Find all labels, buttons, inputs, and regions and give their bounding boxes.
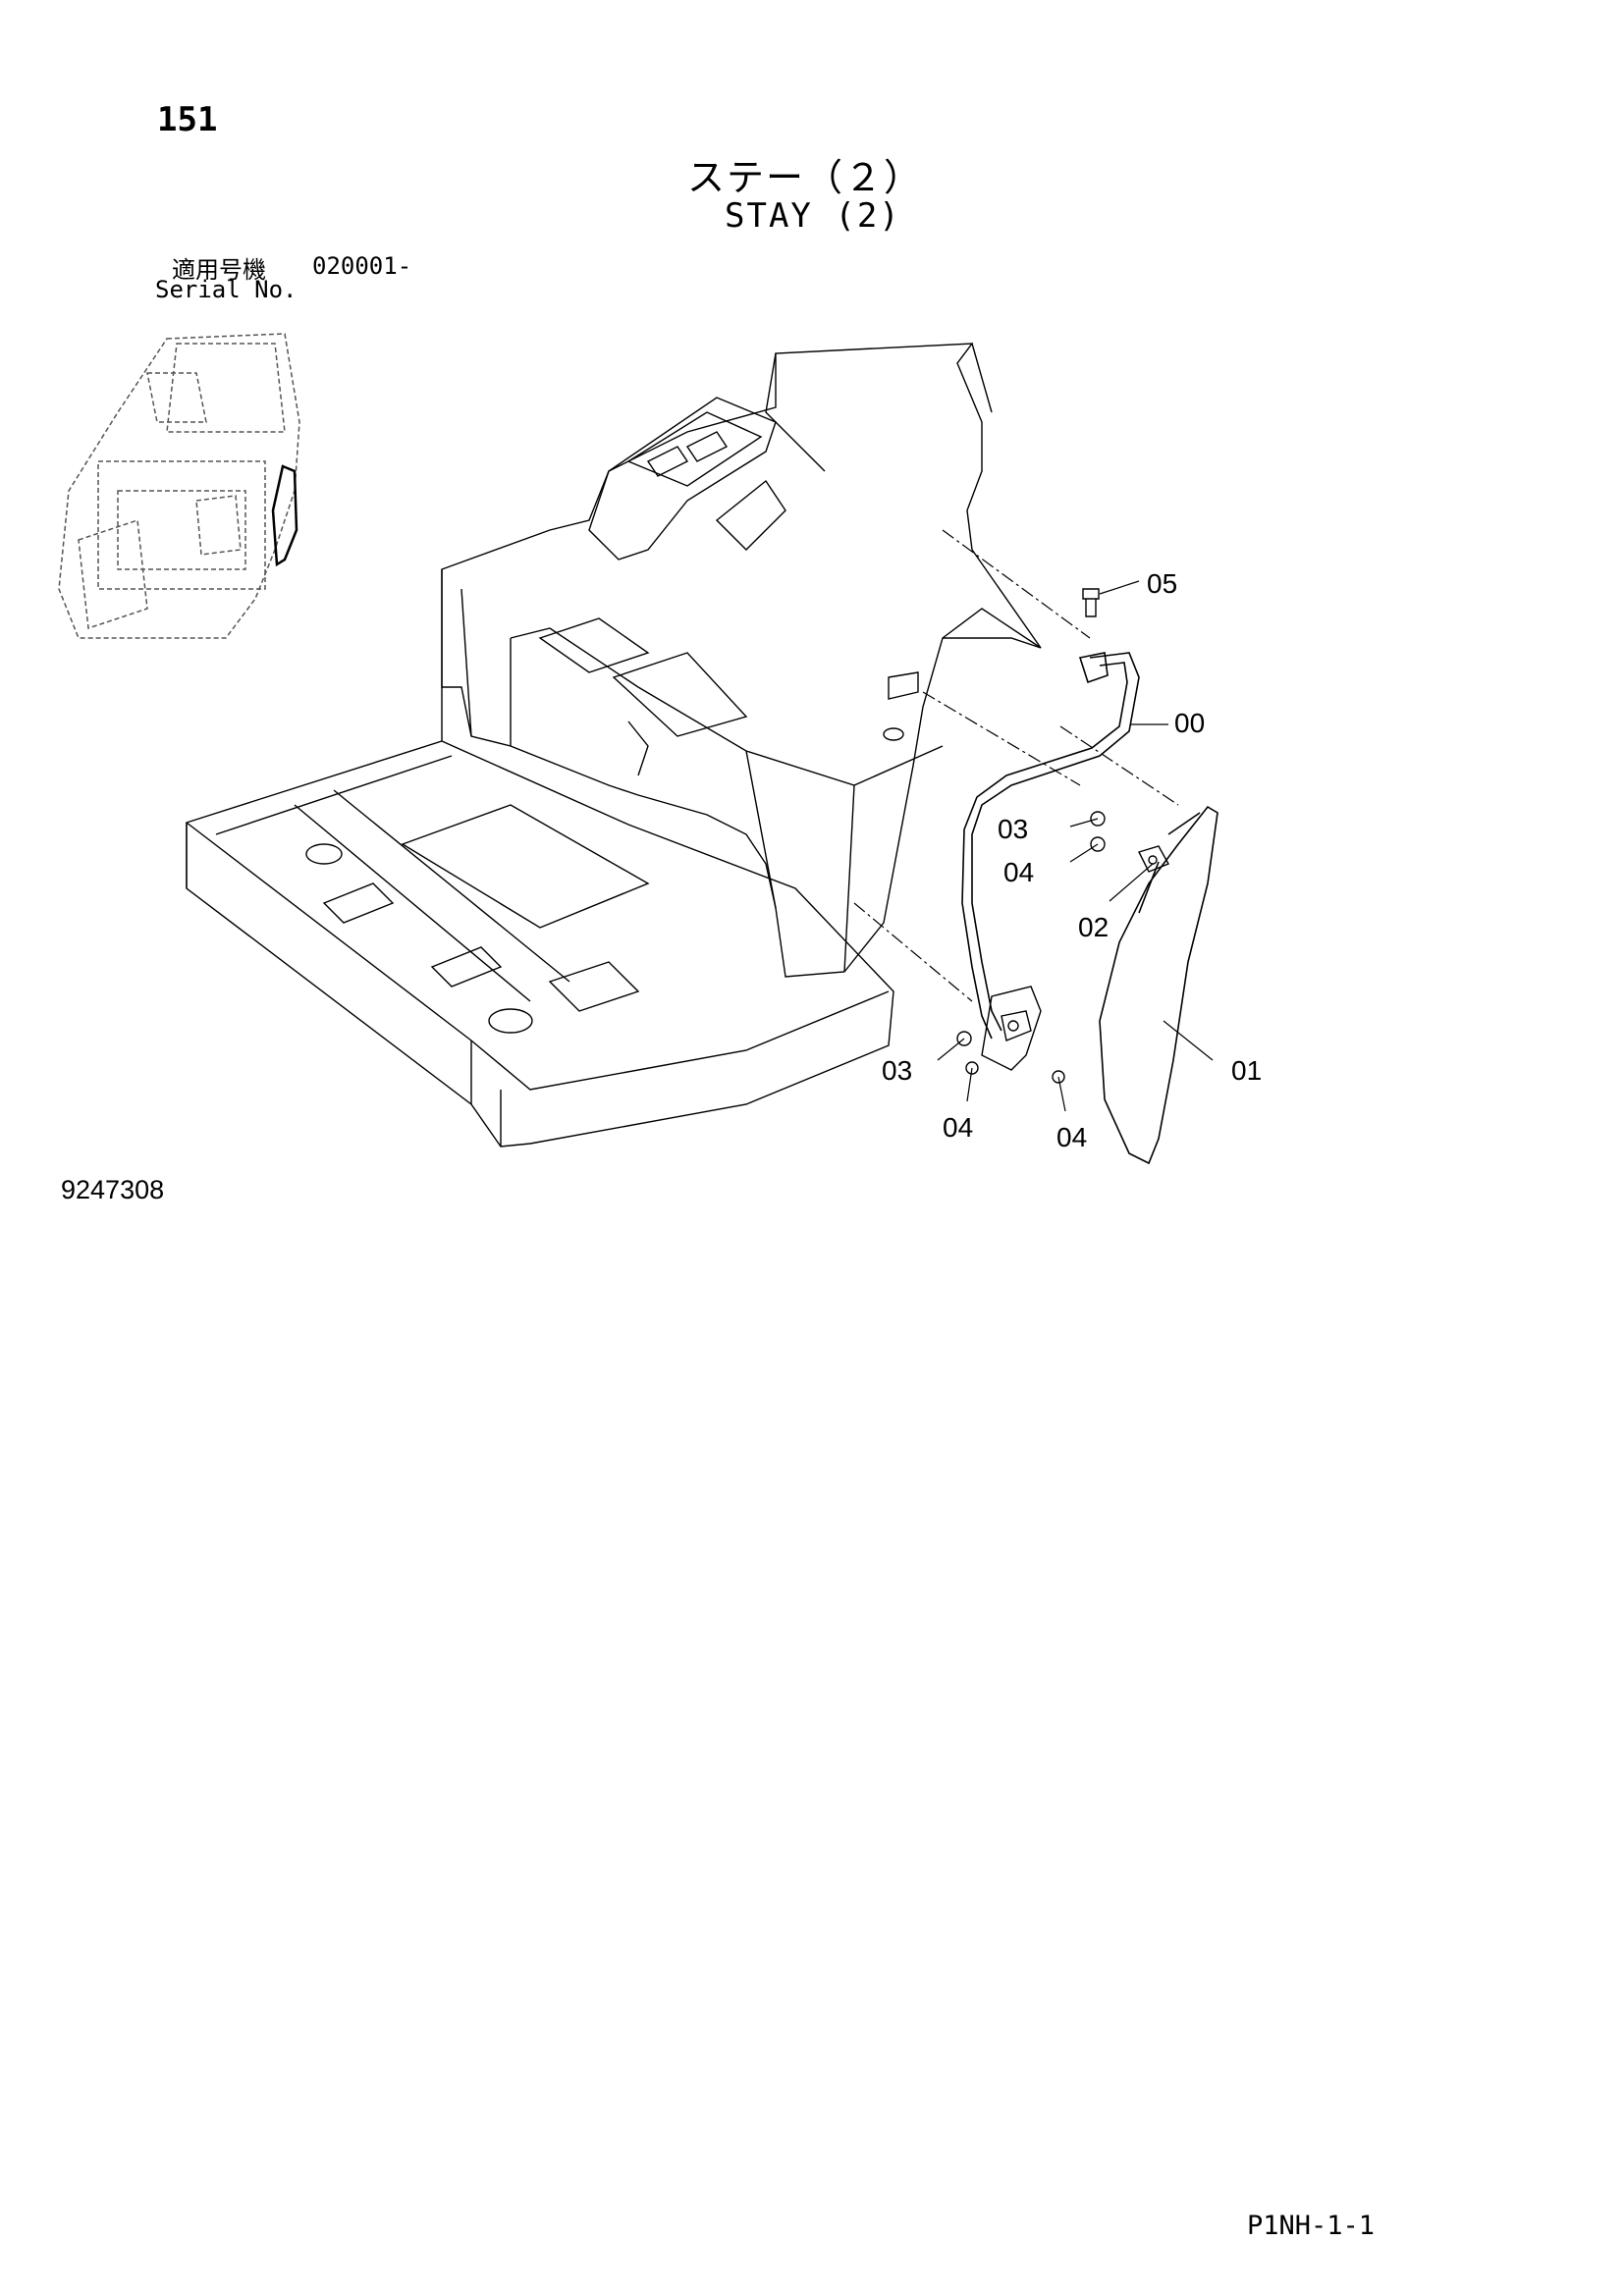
serial-number-value: 020001- — [312, 252, 412, 280]
callout-04-lower-right: 04 — [1056, 1122, 1087, 1152]
console-box — [588, 397, 786, 561]
cab-structure — [441, 343, 1042, 978]
side-cover — [1099, 805, 1218, 1165]
serial-label-japanese: 適用号機 — [172, 256, 266, 284]
serial-label-english: Serial No. — [155, 276, 298, 303]
lower-bracket — [981, 986, 1042, 1071]
overview-thumbnail — [58, 333, 300, 639]
callout-04-lower-left: 04 — [943, 1112, 973, 1143]
page-number: 151 — [157, 100, 218, 139]
stay-rod — [961, 652, 1140, 1040]
title-japanese: ステー（２） — [687, 156, 924, 199]
leader-lines — [853, 529, 1179, 1002]
title-english: STAY (2) — [725, 196, 901, 236]
callout-04-upper: 04 — [1003, 857, 1034, 887]
highlighted-stay-thumbnail — [271, 464, 298, 567]
small-bracket — [1138, 845, 1169, 873]
callout-05: 05 — [1147, 568, 1177, 599]
callout-labels: 05 00 03 04 02 03 04 04 01 — [882, 568, 1262, 1152]
callout-03-lower: 03 — [882, 1055, 912, 1086]
sheet-code: P1NH-1-1 — [1247, 2211, 1376, 2241]
callout-01: 01 — [1231, 1055, 1262, 1086]
callout-02: 02 — [1078, 912, 1109, 942]
floor-frame — [186, 740, 894, 1148]
callout-03-upper: 03 — [998, 814, 1028, 844]
callout-00: 00 — [1174, 708, 1205, 738]
callout-leaders — [937, 580, 1214, 1112]
drawing-number: 9247308 — [61, 1175, 165, 1204]
